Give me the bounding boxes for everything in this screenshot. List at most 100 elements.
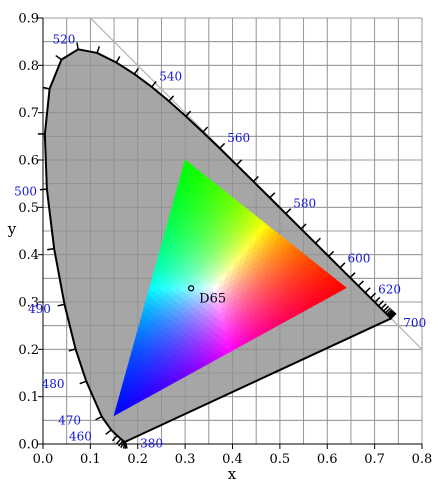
gamut-cell: [307, 258, 315, 267]
wavelength-label: 520: [53, 32, 76, 46]
y-tick-label: 0.6: [18, 154, 39, 169]
gamut-cell: [291, 245, 299, 254]
x-tick-label: 0.2: [127, 452, 148, 467]
wavelength-tick: [68, 348, 76, 352]
gamut-cell: [247, 210, 255, 219]
gamut-cell: [190, 165, 198, 174]
gamut-cell: [323, 271, 331, 279]
wavelength-tick: [364, 287, 371, 294]
wavelength-label: 580: [293, 197, 316, 211]
gamut-cell: [223, 191, 230, 199]
wavelength-tick: [377, 300, 384, 307]
gamut-cell: [251, 213, 259, 222]
wavelength-tick: [168, 95, 175, 102]
wavelength-tick: [42, 86, 50, 90]
white-point: D65: [187, 285, 226, 306]
y-tick-label: 0.4: [18, 248, 39, 263]
gamut-cell: [239, 204, 247, 212]
gamut-cell: [319, 268, 327, 276]
wavelength-tick: [115, 56, 121, 63]
wavelength-tick: [374, 296, 381, 303]
x-tick-label: 0.8: [412, 452, 433, 467]
wavelength-label: 380: [140, 437, 163, 451]
white-point-label: D65: [199, 291, 226, 306]
wavelength-tick: [55, 54, 62, 61]
x-tick-label: 0.5: [270, 452, 291, 467]
gamut-cell: [331, 277, 339, 286]
gamut-cell: [271, 229, 279, 238]
wavelength-tick: [314, 237, 321, 244]
wavelength-tick: [236, 159, 243, 166]
wavelength-label: 470: [58, 413, 81, 427]
y-tick-label: 0.1: [18, 390, 39, 405]
gamut-cell: [327, 274, 335, 283]
y-tick-label: 0.0: [18, 438, 39, 453]
gamut-cell: [339, 284, 347, 292]
wavelength-tick: [384, 307, 391, 314]
y-tick-label: 0.2: [18, 343, 39, 358]
wavelength-tick: [95, 415, 103, 421]
wavelength-tick: [122, 441, 126, 449]
wavelength-tick: [79, 380, 87, 385]
y-axis-title: y: [7, 220, 17, 238]
gamut-cell: [215, 185, 222, 193]
srgb-gamut-triangle: [113, 159, 347, 417]
gamut-cell: [283, 239, 291, 247]
wavelength-label: 700: [403, 316, 426, 330]
wavelength-tick: [387, 309, 394, 316]
wavelength-tick: [357, 280, 364, 287]
x-tick-label: 0.7: [364, 452, 385, 467]
wavelength-tick: [151, 80, 157, 88]
gamut-cell: [202, 175, 210, 183]
wavelength-tick: [117, 440, 124, 447]
wavelength-tick: [300, 223, 307, 230]
white-point-marker: [187, 285, 195, 292]
gamut-cell: [295, 248, 303, 257]
x-tick-label: 0.1: [80, 452, 101, 467]
gamut-cell: [255, 216, 263, 225]
wavelength-label: 490: [28, 302, 51, 316]
gamut-cell: [279, 236, 287, 244]
axis-tick-labels: 0.0 0.1 0.2 0.3 0.4 0.5 0.6 0.7 0.8 0.0 0.1 0.2 0.3 0…: [18, 12, 432, 468]
wavelength-tick: [96, 46, 101, 54]
wavelength-tick: [269, 192, 276, 199]
wavelength-tick: [219, 142, 226, 149]
axes: [38, 17, 423, 449]
wavelength-tick: [111, 435, 118, 442]
wavelength-tick: [380, 303, 387, 310]
gamut-cell: [227, 194, 234, 203]
wavelength-tick: [386, 308, 393, 315]
wavelength-tick: [76, 42, 79, 50]
x-axis-title: x: [228, 465, 237, 483]
wavelength-label: 500: [14, 185, 37, 199]
wavelength-tick: [383, 305, 390, 312]
gamut-cell: [315, 264, 323, 273]
y-tick-label: 0.9: [18, 12, 39, 27]
gamut-cell: [198, 172, 206, 180]
wavelength-tick: [133, 67, 139, 75]
wavelength-label: 540: [159, 70, 182, 84]
wavelength-tick: [285, 208, 292, 215]
gamut-cell: [194, 169, 202, 177]
wavelength-tick: [105, 429, 112, 435]
gamut-cell: [231, 197, 239, 206]
gamut-cell: [275, 232, 283, 241]
gamut-cell: [211, 181, 218, 190]
wavelength-label: 560: [227, 131, 250, 145]
gamut-cell: [263, 223, 271, 231]
gamut-cell: [259, 220, 267, 228]
wavelength-tick: [115, 438, 122, 445]
wavelength-tick: [120, 441, 125, 449]
y-tick-label: 0.7: [18, 106, 39, 121]
gamut-cell: [186, 162, 194, 171]
y-tick-label: 0.3: [18, 296, 39, 311]
x-tick-label: 0.0: [33, 452, 54, 467]
gamut-cell: [335, 280, 343, 289]
wavelength-label: 460: [69, 430, 92, 444]
y-tick-label: 0.8: [18, 59, 39, 74]
gamut-cell: [243, 207, 251, 215]
x-tick-label: 0.3: [175, 452, 196, 467]
gamut-cell: [303, 255, 311, 263]
gamut-cell: [299, 252, 307, 260]
